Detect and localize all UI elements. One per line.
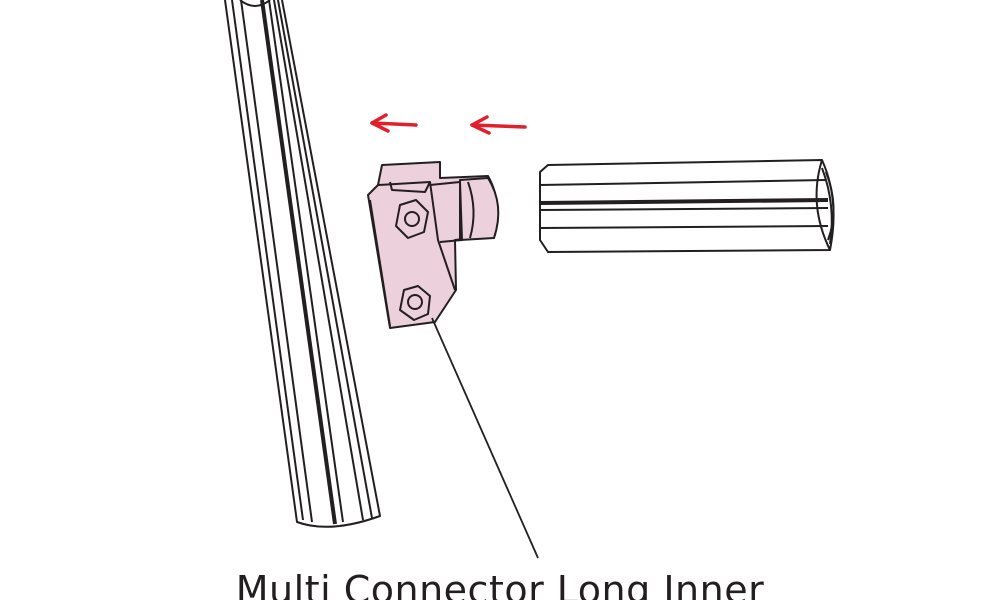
horizontal-tube — [539, 159, 835, 253]
arrow-left-icon — [470, 115, 527, 135]
insert-direction-arrows — [370, 113, 527, 135]
part-caption: Multi Connector Long Inner — [235, 568, 765, 600]
leader-line — [431, 317, 539, 559]
multi-connector-long-inner — [367, 161, 539, 559]
vertical-tube — [224, 0, 381, 528]
arrow-left-icon — [370, 113, 418, 133]
